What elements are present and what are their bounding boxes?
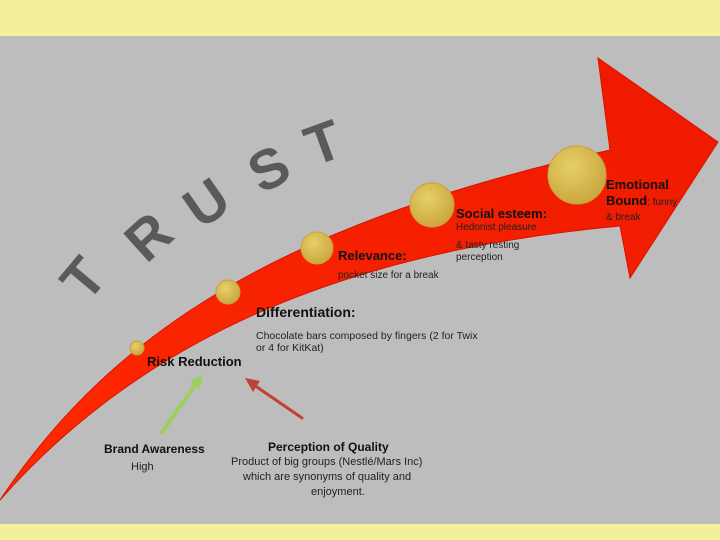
social-esteem-line2: & tasty resting [456,240,520,251]
stage-dot-risk-reduction [129,340,145,356]
stage-dot-relevance [300,231,334,265]
perception-of-quality-title: Perception of Quality [268,440,389,454]
perception-of-quality-line2: which are synonyms of quality and [243,471,412,483]
risk-reduction-label: Risk Reduction [147,354,242,369]
emotional-bound-desc-line2: & break [606,212,641,223]
emotional-bound-desc-line1: : funny [647,197,678,208]
diagram-canvas: T R U S T Risk Reduction Differentiation… [0,36,720,524]
social-esteem-title: Social esteem: [456,206,548,221]
emotional-bound-title-word: Bound [606,193,648,208]
stage-dot-social-esteem [409,182,455,228]
emotional-bound-title-line2: Bound: funny [606,193,677,208]
emotional-bound-title-line1: Emotional [606,177,669,192]
brand-awareness-title: Brand Awareness [104,442,205,456]
trust-arrow-diagram [0,56,719,501]
social-esteem-line1: Hedonist pleasure [456,222,537,233]
perception-of-quality-line1: Product of big groups (Nestlé/Mars Inc) [231,456,423,468]
top-band [0,0,720,36]
brand-awareness-value: High [131,461,154,473]
bottom-band [0,524,720,540]
differentiation-line1: Chocolate bars composed by fingers (2 fo… [256,330,478,342]
trust-arrow [0,56,719,501]
relevance-title: Relevance: [338,248,407,263]
green-arrow [160,374,203,434]
differentiation-title: Differentiation: [256,304,356,320]
stage-dot-differentiation [215,279,241,305]
perception-of-quality-line3: enjoyment. [311,486,365,498]
stage-dot-emotional-bound [547,145,607,205]
differentiation-line2: or 4 for KitKat) [256,342,324,354]
red-arrow [245,378,304,420]
relevance-description: pocket size for a break [338,270,439,281]
social-esteem-line3: perception [456,252,503,263]
